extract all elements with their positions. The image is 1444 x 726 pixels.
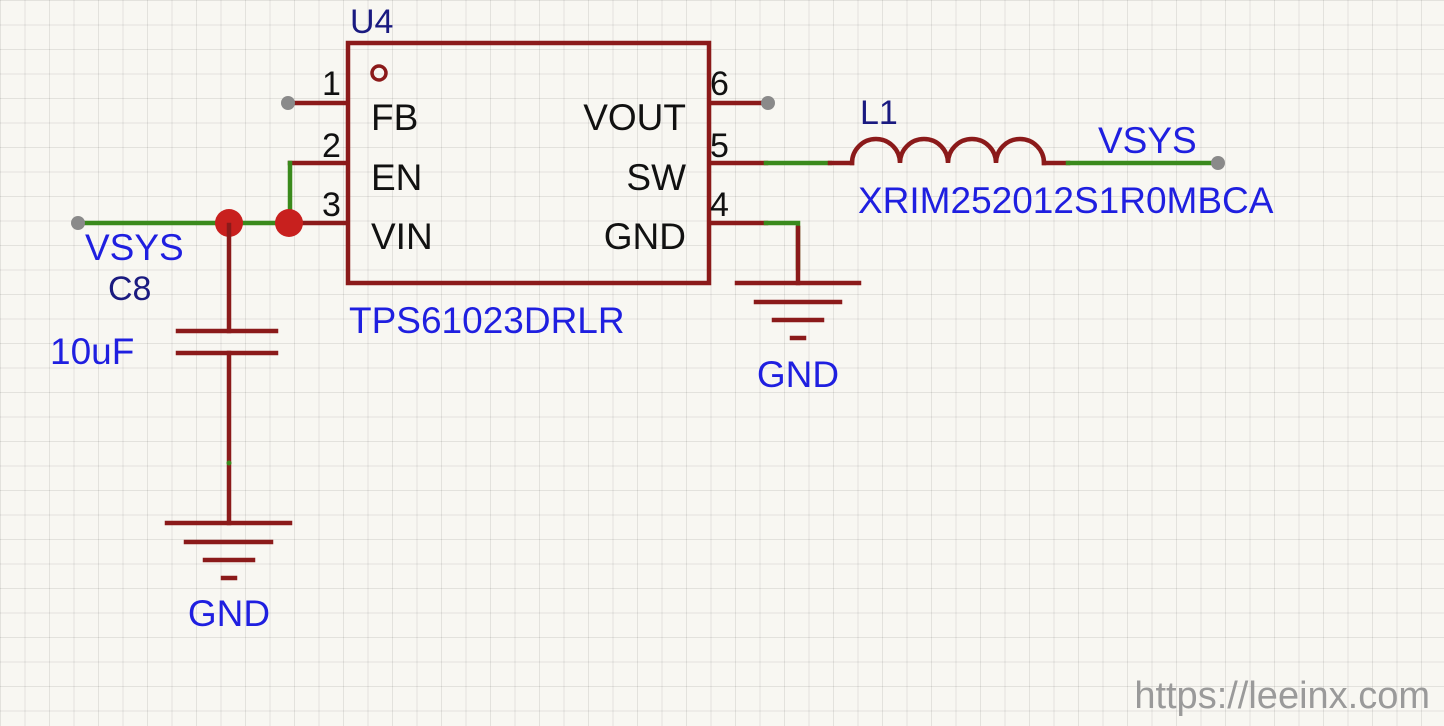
- pin-6-no-connect: [761, 96, 775, 110]
- pin-name-vin: VIN: [371, 216, 433, 257]
- pin-number-6: 6: [710, 65, 729, 103]
- pin1-marker: [370, 64, 388, 82]
- gnd-u4-label: GND: [757, 354, 839, 395]
- pin-name-en: EN: [371, 157, 422, 198]
- c8-value: 10uF: [50, 331, 134, 372]
- pin-1-no-connect: [281, 96, 295, 110]
- u4-part-number: TPS61023DRLR: [349, 300, 625, 341]
- pin-number-2: 2: [322, 127, 341, 165]
- pin-number-4: 4: [710, 186, 729, 224]
- c8-designator: C8: [108, 270, 151, 308]
- l1-part-number: XRIM252012S1R0MBCA: [858, 180, 1274, 221]
- pin-name-vout: VOUT: [583, 97, 686, 138]
- u4-designator: U4: [350, 3, 393, 41]
- gnd-c8-label: GND: [188, 593, 270, 634]
- pin-name-sw: SW: [626, 157, 686, 198]
- watermark-text: https://leeinx.com: [1134, 675, 1430, 717]
- vsys-output-label: VSYS: [1098, 120, 1197, 161]
- pin-name-gnd: GND: [604, 216, 686, 257]
- pin-number-5: 5: [710, 127, 729, 165]
- vsys-output-port[interactable]: [1211, 156, 1225, 170]
- pin-number-1: 1: [322, 65, 341, 103]
- vsys-input-label: VSYS: [85, 227, 184, 268]
- c8-wire-joint: [226, 460, 232, 466]
- pin-number-3: 3: [322, 186, 341, 224]
- vsys-input-port[interactable]: [71, 216, 85, 230]
- junction-en: [275, 209, 303, 237]
- pin-name-fb: FB: [371, 97, 418, 138]
- l1-inductor-coil[interactable]: [849, 136, 1047, 166]
- l1-designator: L1: [860, 94, 898, 132]
- gnd-u4-wire[interactable]: [763, 220, 801, 271]
